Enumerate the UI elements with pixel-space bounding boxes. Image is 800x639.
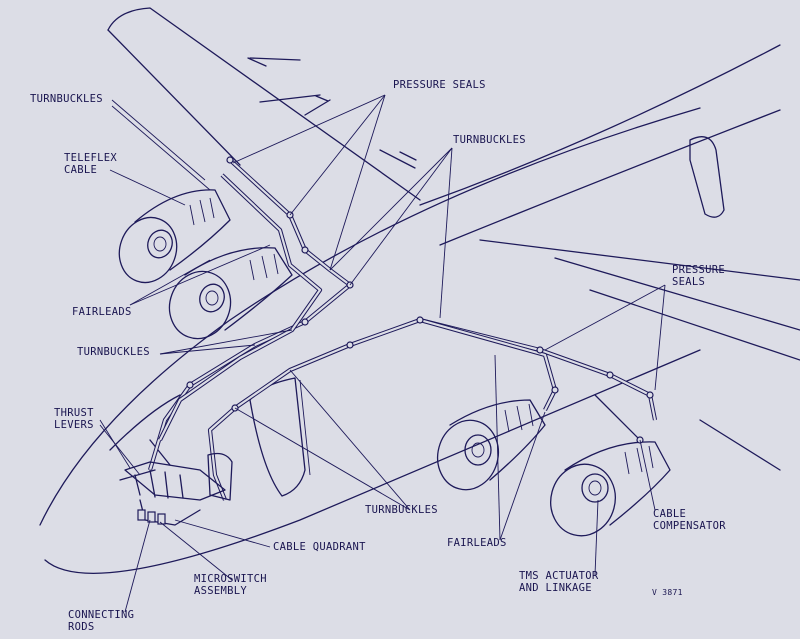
label-microswitch-assembly: MICROSWITCH ASSEMBLY	[194, 573, 267, 597]
label-thrust-levers: THRUST LEVERS	[54, 407, 94, 431]
cable-nodes	[186, 156, 654, 444]
engine-right-outer	[550, 441, 671, 537]
engine-left-outer	[118, 189, 231, 284]
cable-run-right	[207, 317, 658, 501]
left-wing	[107, 7, 421, 201]
cable-run-left	[147, 158, 353, 471]
label-fairleads-bottom: FAIRLEADS	[447, 537, 507, 549]
label-connecting-rods: CONNECTING RODS	[68, 609, 135, 633]
label-fairleads-left: FAIRLEADS	[72, 306, 132, 318]
label-turnbuckles-mid: TURNBUCKLES	[453, 134, 526, 146]
engine-right-inner	[436, 399, 546, 491]
label-turnbuckles-left: TURNBUCKLES	[77, 346, 150, 358]
label-teleflex-cable: TELEFLEX CABLE	[64, 152, 117, 176]
label-pressure-seals-top: PRESSURE SEALS	[393, 79, 486, 91]
label-cable-quadrant: CABLE QUADRANT	[273, 541, 366, 553]
label-turnbuckles-top: TURNBUCKLES	[30, 93, 103, 105]
fuselage	[39, 44, 800, 574]
drawing-reference: V 3871	[652, 588, 683, 597]
label-turnbuckles-bottom: TURNBUCKLES	[365, 504, 438, 516]
thrust-lever-assembly	[124, 452, 233, 526]
engine-left-inner	[168, 247, 293, 340]
leader-lines	[99, 94, 666, 613]
label-pressure-seals-right: PRESSURE SEALS	[672, 264, 725, 288]
label-tms-actuator: TMS ACTUATOR AND LINKAGE	[519, 570, 599, 594]
label-cable-compensator: CABLE COMPENSATOR	[653, 508, 726, 532]
